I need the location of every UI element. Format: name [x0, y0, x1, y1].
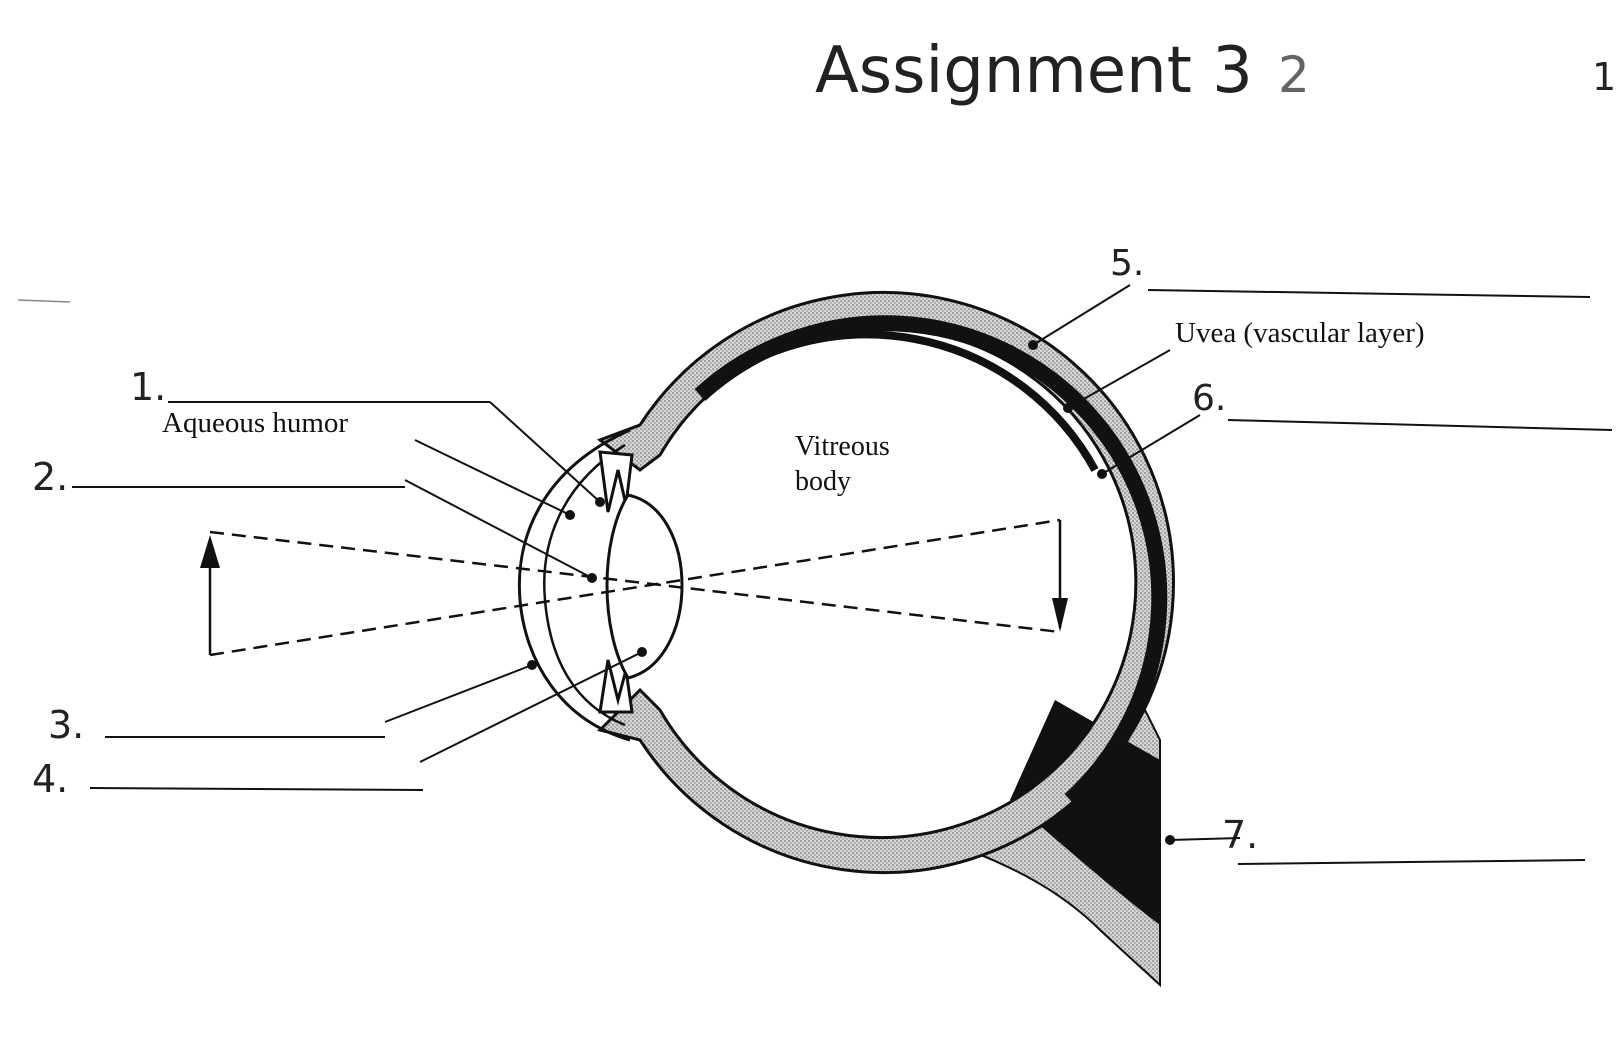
choroid-layer: [694, 315, 1168, 806]
blank-6: 6.: [1097, 378, 1613, 479]
blank-6-number: 6.: [1192, 378, 1226, 419]
blank-5-number: 5.: [1110, 243, 1144, 284]
uvea-label: Uvea (vascular layer): [1175, 317, 1425, 349]
aqueous-humor-label: Aqueous humor: [162, 407, 348, 439]
vitreous-label-line2: body: [795, 466, 851, 497]
vitreous-label-line1: Vitreous: [795, 431, 890, 462]
blank-4: 4.: [32, 647, 647, 801]
blank-3: 3.: [48, 660, 537, 747]
blank-1-number: 1.: [130, 365, 166, 409]
page-title: Assignment 3: [815, 34, 1253, 108]
light-rays: [200, 518, 1068, 657]
blank-5: 5.: [1028, 243, 1591, 350]
lens: [605, 493, 684, 680]
cornea: [517, 428, 631, 742]
blank-7-number: 7.: [1222, 813, 1258, 857]
blank-2: 2.: [32, 455, 597, 583]
iris-upper: [598, 450, 634, 513]
blank-3-number: 3.: [48, 703, 84, 747]
blank-7: 7.: [1165, 813, 1586, 865]
title-group: Assignment 3 2 1: [815, 34, 1616, 108]
blank-2-number: 2.: [32, 455, 68, 499]
title-strike-digit: 2: [1278, 46, 1310, 104]
page-number: 1: [1592, 55, 1616, 99]
blank-4-number: 4.: [32, 757, 68, 801]
blank-1: 1.: [130, 365, 605, 507]
sclera-layer: [596, 291, 1175, 874]
